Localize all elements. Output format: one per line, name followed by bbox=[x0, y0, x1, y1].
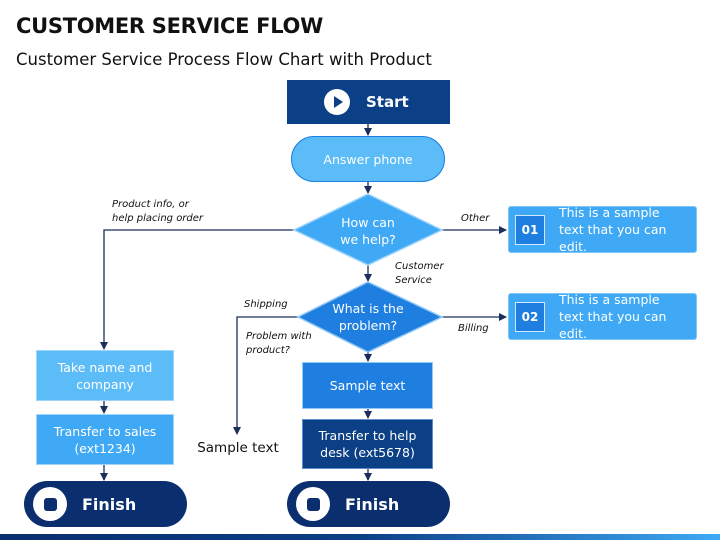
footer-bar bbox=[0, 534, 720, 540]
play-icon bbox=[324, 89, 350, 115]
answer-phone-node: Answer phone bbox=[291, 136, 445, 182]
page-title: CUSTOMER SERVICE FLOW bbox=[16, 14, 323, 38]
what-is-problem-label: What is the problem? bbox=[332, 301, 404, 333]
page-subtitle: Customer Service Process Flow Chart with… bbox=[16, 50, 432, 69]
finish-right-label: Finish bbox=[345, 494, 400, 514]
note-02: 02 This is a sample text that you can ed… bbox=[508, 292, 697, 341]
label-product-info: Product info, or help placing order bbox=[112, 199, 204, 224]
decision-how-can-we-help bbox=[292, 193, 444, 266]
decision-what-is-problem bbox=[296, 281, 444, 353]
sample-text-plain: Sample text bbox=[197, 439, 279, 456]
note-01-number: 01 bbox=[515, 214, 545, 245]
label-shipping: Shipping bbox=[244, 299, 288, 310]
note-02-text: This is a sample text that you can edit. bbox=[559, 292, 667, 341]
label-problem-with-product: Problem with product? bbox=[246, 331, 312, 356]
finish-left-node: Finish bbox=[24, 481, 187, 527]
connector-help-sales bbox=[100, 229, 294, 350]
take-name-node: Take name and company bbox=[36, 350, 174, 401]
label-other: Other bbox=[461, 213, 490, 224]
note-01-text: This is a sample text that you can edit. bbox=[559, 205, 667, 254]
finish-left-label: Finish bbox=[82, 494, 137, 514]
start-label: Start bbox=[366, 93, 409, 111]
finish-right-node: Finish bbox=[287, 481, 450, 527]
label-customer-service: Customer Service bbox=[395, 261, 444, 286]
start-node: Start bbox=[287, 80, 450, 124]
sample-text-node: Sample text bbox=[302, 362, 433, 409]
transfer-help-node: Transfer to help desk (ext5678) bbox=[302, 419, 433, 469]
connector-shipping bbox=[233, 316, 298, 435]
stop-icon bbox=[33, 487, 67, 521]
note-01: 01 This is a sample text that you can ed… bbox=[508, 205, 697, 254]
stop-icon bbox=[296, 487, 330, 521]
transfer-sales-node: Transfer to sales (ext1234) bbox=[36, 414, 174, 465]
how-can-we-help-label: How can we help? bbox=[340, 215, 396, 247]
label-billing: Billing bbox=[458, 323, 489, 334]
note-02-number: 02 bbox=[515, 301, 545, 332]
